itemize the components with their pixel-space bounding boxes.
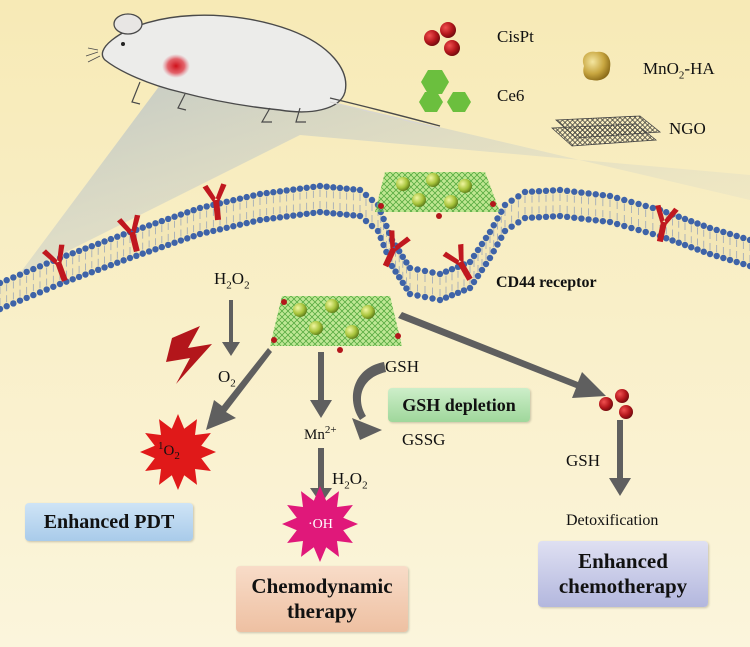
gsh-right-label: GSH <box>566 451 601 470</box>
ngo-legend-icon <box>551 115 662 147</box>
mn2-label: Mn2+ <box>304 424 337 443</box>
nanosheet-intracellular <box>270 296 402 353</box>
legend-ngo-label: NGO <box>669 119 706 138</box>
cdt-line-2: therapy <box>287 599 357 623</box>
cdt-line-1: Chemodynamic <box>251 574 393 598</box>
arrows <box>206 300 631 504</box>
o2-label: O2 <box>218 367 236 390</box>
ce6-legend-icon <box>419 70 471 112</box>
legend-cispt-label: CisPt <box>497 27 534 46</box>
gssg-label: GSSG <box>402 430 446 449</box>
chemodynamic-therapy-box: Chemodynamic therapy <box>236 566 408 632</box>
singlet-oxygen-label: 1O2 <box>158 440 180 462</box>
enhanced-chemotherapy-box: Enhanced chemotherapy <box>538 541 708 607</box>
legend-mno2-ha-label: MnO2-HA <box>643 59 715 82</box>
cd44-receptor-label: CD44 receptor <box>496 274 597 291</box>
cd44-receptors <box>41 183 679 282</box>
light-beam <box>0 65 750 300</box>
hydroxyl-burst <box>282 486 358 562</box>
chemo-line-2: chemotherapy <box>558 574 688 598</box>
gsh-depletion-box: GSH depletion <box>388 388 530 422</box>
cell-membrane <box>0 182 750 313</box>
nanosheet-entering <box>375 172 500 219</box>
mouse-illustration <box>85 13 441 129</box>
enhanced-pdt-box: Enhanced PDT <box>25 503 193 541</box>
h2o2-left-label: H2O2 <box>214 269 250 292</box>
cispt-legend-icon <box>424 22 460 56</box>
mno2-ha-legend-icon <box>582 51 611 81</box>
h2o2-center-label: H2O2 <box>332 469 368 492</box>
singlet-oxygen-burst <box>140 414 216 490</box>
legend-ce6-label: Ce6 <box>497 86 525 105</box>
gsh-top-label: GSH <box>385 357 420 376</box>
detoxification-label: Detoxification <box>566 512 659 529</box>
released-cispt-icon <box>599 389 633 419</box>
light-bolt-icon <box>166 326 212 384</box>
chemo-line-1: Enhanced <box>578 549 668 573</box>
hydroxyl-label: ·OH <box>308 517 333 532</box>
